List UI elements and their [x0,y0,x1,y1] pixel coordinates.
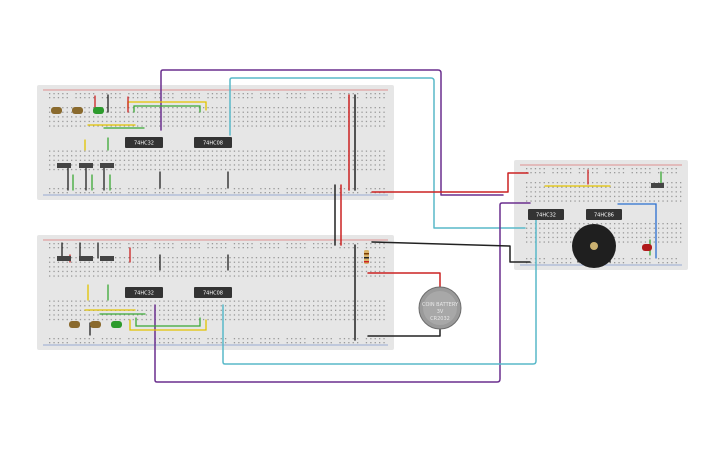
wire-red-battery[interactable] [367,272,441,291]
battery-label-1: COIN BATTERY [422,302,459,308]
breadboard-bottom-holes [43,239,388,346]
switch-top-3[interactable] [100,163,114,168]
switch-bottom-2[interactable] [79,256,93,261]
led-top-1[interactable] [51,107,62,114]
led-red[interactable] [642,244,652,251]
piezo-buzzer[interactable] [572,224,616,268]
led-top-2[interactable] [72,107,83,114]
chip-u3-label: 74HC32 [134,291,154,297]
chip-u1[interactable]: 74HC32 [125,137,163,148]
battery-label-3: CR2032 [430,316,450,322]
top-board-jumpers [67,94,229,191]
chip-u4[interactable]: 74HC08 [194,287,232,298]
chip-u5-label: 74HC32 [536,213,556,219]
switch-bottom-1[interactable] [57,256,71,261]
wire-purple-top[interactable] [160,69,504,196]
wire-red-bridge[interactable] [371,172,529,193]
wire-purple-bottom[interactable] [154,202,531,383]
chip-u5[interactable]: 74HC32 [528,209,564,220]
wire-cyan-top[interactable] [229,77,526,229]
chip-u3[interactable]: 74HC32 [125,287,163,298]
switch-right[interactable] [651,183,664,188]
coin-battery[interactable]: COIN BATTERY 3V CR2032 [418,286,462,330]
battery-label-2: 3V [437,309,444,315]
wire-cyan-bottom[interactable] [222,213,537,365]
bottom-board-jumpers [61,242,229,336]
switch-top-1[interactable] [57,163,71,168]
chip-u6-label: 74HC86 [594,213,614,219]
chip-u2-label: 74HC08 [203,141,223,147]
chip-u4-label: 74HC08 [203,291,223,297]
chip-u6[interactable]: 74HC86 [586,209,622,220]
chip-u2[interactable]: 74HC08 [194,137,232,148]
switch-bottom-3[interactable] [100,256,114,261]
led-bottom-1[interactable] [69,321,80,328]
led-bottom-2[interactable] [90,321,101,328]
led-top-3[interactable] [93,107,104,114]
led-bottom-3[interactable] [111,321,122,328]
resistor[interactable] [364,250,369,264]
switch-top-2[interactable] [79,163,93,168]
wire-black-bridge[interactable] [371,241,531,263]
chip-u1-label: 74HC32 [134,141,154,147]
